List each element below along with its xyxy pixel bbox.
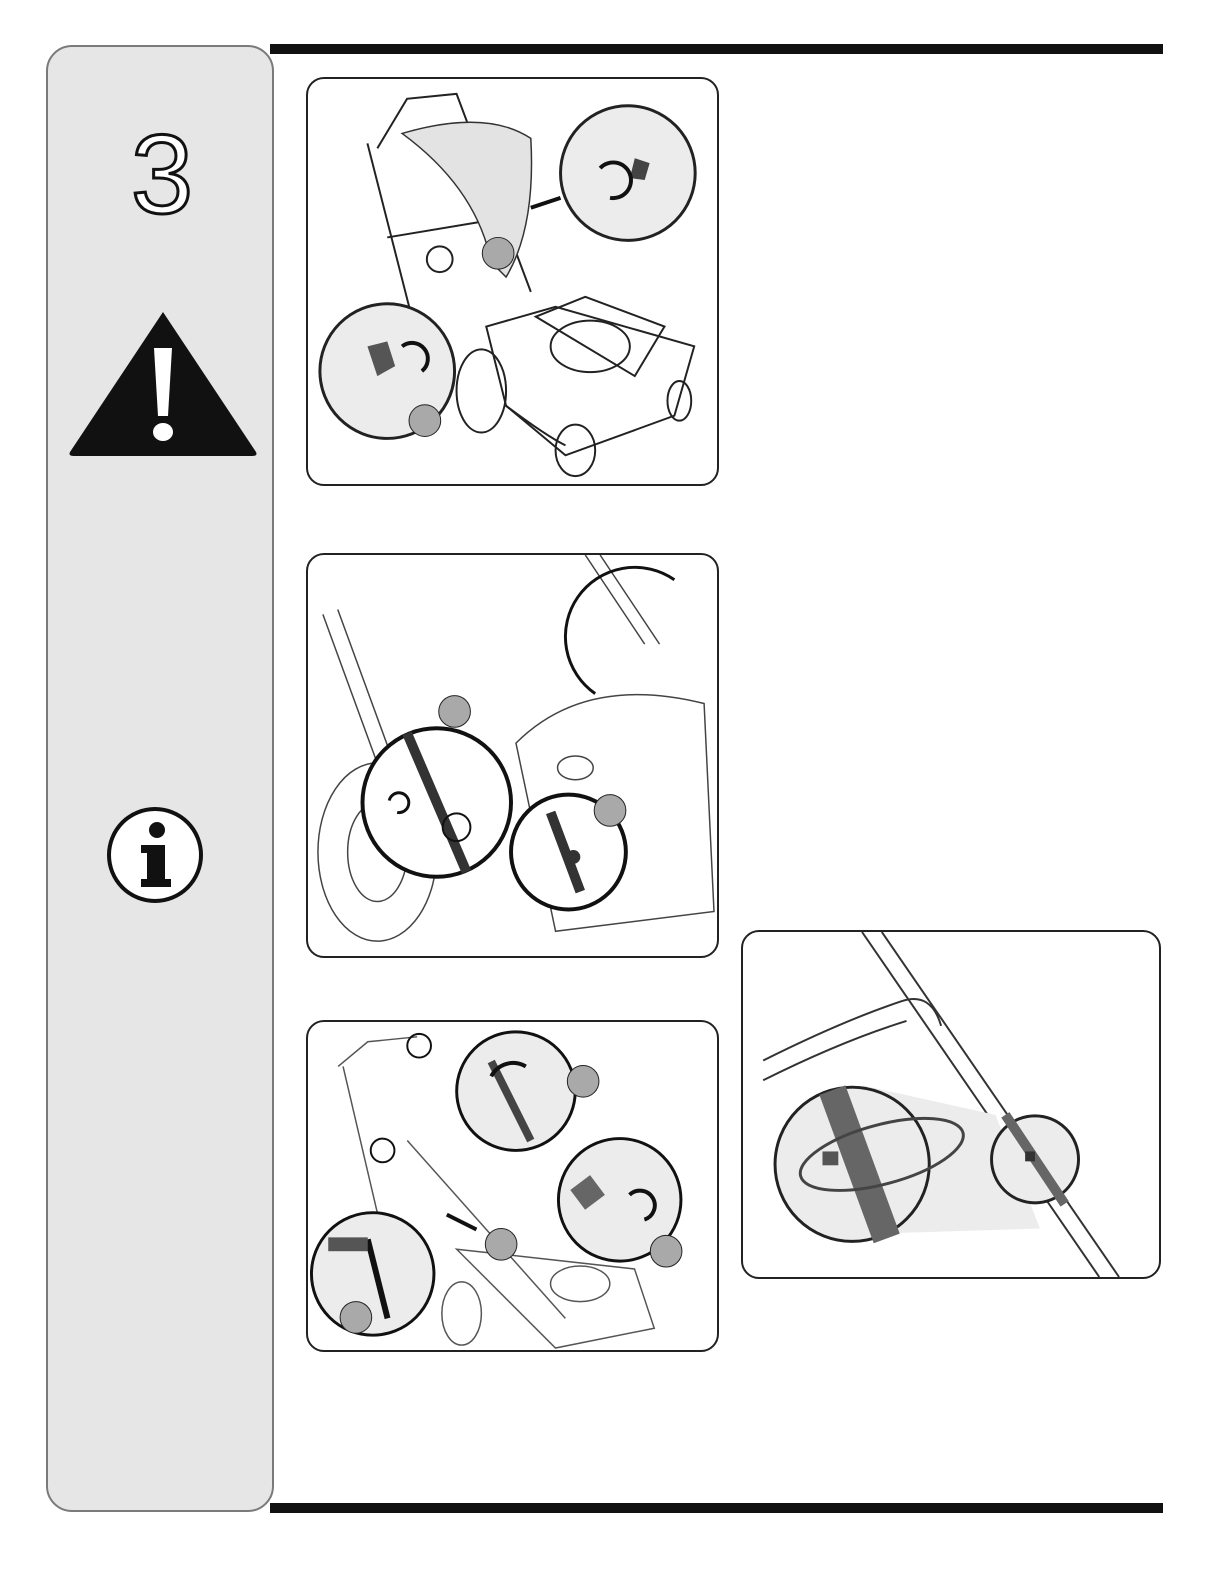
figure-handle-bracket xyxy=(306,553,719,958)
figure-cable-tie xyxy=(741,930,1161,1279)
callout-badge xyxy=(594,795,626,827)
callout-badge xyxy=(439,696,471,728)
figure-cable-routing xyxy=(306,1020,719,1352)
cable-illustration xyxy=(308,1022,717,1350)
callout-badge xyxy=(650,1235,682,1267)
step-number: 3 xyxy=(48,119,276,231)
sidebar-panel: 3 xyxy=(46,45,274,1512)
bracket-illustration xyxy=(308,555,717,956)
info-icon xyxy=(105,805,205,905)
bottom-rule xyxy=(270,1503,1163,1513)
callout-badge xyxy=(340,1302,372,1334)
figure-mower-handle-knobs xyxy=(306,77,719,486)
top-rule xyxy=(270,44,1163,54)
mower-illustration xyxy=(308,79,717,484)
callout-badge xyxy=(482,237,514,269)
callout-badge xyxy=(485,1228,517,1260)
callout-badge xyxy=(409,405,441,437)
warning-triangle-icon xyxy=(66,308,260,458)
callout-badge xyxy=(567,1065,599,1097)
cable-tie-illustration xyxy=(743,932,1159,1277)
